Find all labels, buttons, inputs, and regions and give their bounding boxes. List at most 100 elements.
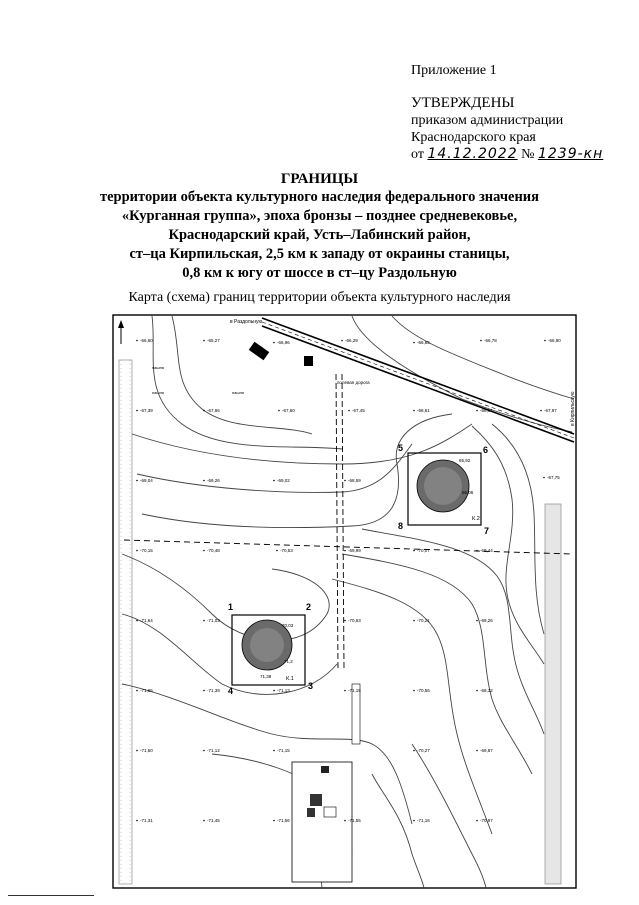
elevation-point [273, 479, 275, 482]
mound-heights: 65,92 66,06 70,03 71,2 71,38 [260, 458, 474, 679]
elevation-point [413, 749, 415, 752]
mound-height: 71,38 [260, 674, 272, 679]
mound-label-k1: К.1 [286, 676, 294, 682]
elevation-label: -70,97 [480, 818, 493, 823]
elevation-point [278, 409, 280, 412]
approval-number: 1239-кн [537, 146, 604, 162]
elevation-label: -69,87 [480, 748, 493, 753]
elevation-point [203, 549, 205, 552]
elevation-label: -71,12 [207, 748, 220, 753]
track-label: полевая дорога [337, 380, 370, 385]
elevation-point [476, 819, 478, 822]
footer-rule [8, 895, 94, 896]
elevation-label: -68,61 [417, 408, 430, 413]
field-label: пашня [152, 365, 164, 370]
elevation-label: -70,63 [348, 618, 361, 623]
elevation-point [344, 619, 346, 622]
elevation-point [344, 479, 346, 482]
elevation-point [273, 749, 275, 752]
corner-point: 3 [308, 681, 313, 691]
elevation-label: -71,31 [140, 818, 153, 823]
corner-point: 2 [306, 602, 311, 612]
building-marker [248, 341, 270, 361]
elevation-label: -69,04 [140, 478, 153, 483]
corner-point: 5 [398, 443, 403, 453]
elevation-point [203, 479, 205, 482]
elevation-point [276, 549, 278, 552]
approval-date-line: от 14.12.2022 № 1239-кн [411, 146, 603, 163]
elevation-point [136, 689, 138, 692]
field-tracks [123, 373, 573, 670]
boundary-map: в Раздольную в Кирпильскую полевая дорог… [112, 314, 577, 889]
elevation-label: -69,26 [480, 618, 493, 623]
elevation-label: -66,78 [484, 338, 497, 343]
heading-subtitle: территории объекта культурного наследия … [0, 188, 639, 283]
elevation-label: -71,39 [207, 688, 220, 693]
elevation-point [136, 619, 138, 622]
from-label: от [411, 147, 424, 162]
heading-line-3: Краснодарский край, Усть–Лабинский район… [168, 227, 471, 243]
elevation-label: -70,21 [417, 618, 430, 623]
elevation-point [544, 339, 546, 342]
mound-height: 70,03 [282, 623, 294, 628]
farmstead [291, 683, 361, 883]
forest-belt-right [544, 503, 562, 885]
elevation-point [203, 619, 205, 622]
elevation-label: -71,55 [348, 818, 361, 823]
elevation-point [273, 819, 275, 822]
elevation-label: -68,51 [480, 408, 493, 413]
heading-line-5: 0,8 км к югу от шоссе в ст–цу Раздольную [182, 265, 457, 281]
elevation-point [476, 749, 478, 752]
elevation-point [203, 409, 205, 412]
elevation-point [273, 341, 275, 344]
approval-line-1: приказом администрации [411, 113, 564, 128]
elevation-label: -67,45 [352, 408, 365, 413]
elevation-point [136, 549, 138, 552]
mound-label-k2: К.2 [472, 516, 480, 522]
corner-point: 6 [483, 445, 488, 455]
elevation-label: -70,56 [417, 688, 430, 693]
corner-points: 1 2 3 4 5 6 7 8 [228, 443, 489, 696]
elevation-label: -67,60 [282, 408, 295, 413]
elevation-point [203, 819, 205, 822]
elevation-label: -71,15 [277, 748, 290, 753]
elevation-point [344, 689, 346, 692]
mound-height: 65,92 [459, 458, 471, 463]
field-label: пашня [232, 390, 244, 395]
elevation-point [136, 749, 138, 752]
elevation-label: -71,56 [277, 818, 290, 823]
elevation-point [136, 479, 138, 482]
elevation-label: -66,29 [345, 338, 358, 343]
elevation-point [136, 339, 138, 342]
elevation-label: -71,45 [207, 818, 220, 823]
elevation-label: -69,44 [480, 548, 493, 553]
elevation-label: -71,15 [348, 688, 361, 693]
elevation-point [203, 749, 205, 752]
elevation-label: -71,65 [140, 688, 153, 693]
elevation-label: -71,64 [140, 618, 153, 623]
building-marker [304, 356, 313, 366]
highway [261, 317, 575, 443]
elevation-point [540, 409, 542, 412]
elevation-point [203, 339, 205, 342]
field-label: пашня [152, 390, 164, 395]
elevation-label: -69,02 [277, 478, 290, 483]
elevation-point [480, 339, 482, 342]
elevation-point [413, 341, 415, 344]
elevation-point [136, 819, 138, 822]
elevation-label: -68,32 [480, 688, 493, 693]
elevation-point [476, 409, 478, 412]
elevation-point [136, 409, 138, 412]
elevation-point [413, 409, 415, 412]
elevation-label: -70,07 [417, 548, 430, 553]
elevation-point [203, 689, 205, 692]
approval-line-2: Краснодарского края [411, 130, 536, 145]
elevation-label: -70,53 [280, 548, 293, 553]
forest-belt-left [118, 359, 133, 885]
elevation-point [413, 819, 415, 822]
elevation-labels: -66,60-65,27-66,96-66,29-66,85-66,78-66,… [136, 338, 561, 823]
boundary-k2 [407, 452, 482, 526]
field-labels: пашня пашня пашня [152, 365, 244, 395]
elevation-label: -66,85 [417, 340, 430, 345]
approval-block: Приложение 1 УТВЕРЖДЕНЫ приказом админис… [411, 62, 603, 163]
